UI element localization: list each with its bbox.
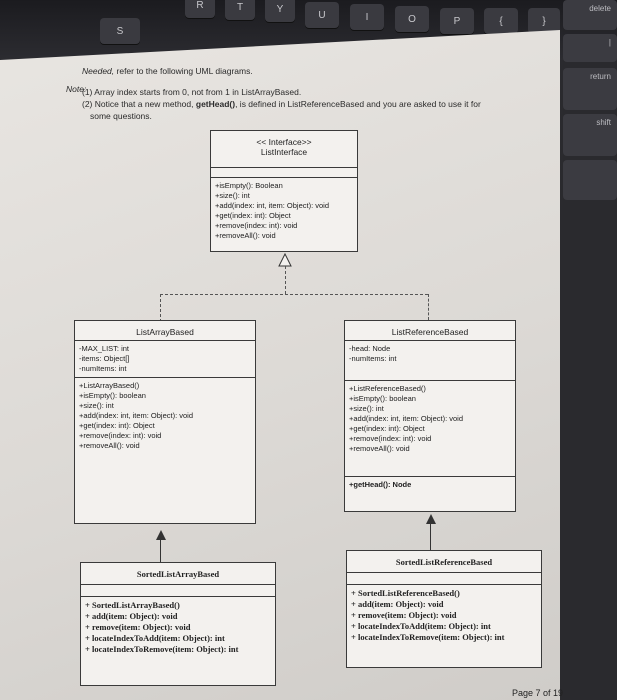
list-array-based-box: ListArrayBased -MAX_LIST: int -items: Ob…	[74, 320, 256, 524]
page-number: Page 7 of 19	[512, 688, 564, 698]
key-brace-open[interactable]: {	[484, 8, 518, 34]
list-array-based-title: ListArrayBased	[136, 327, 194, 337]
interface-name: ListInterface	[260, 147, 308, 157]
key-y[interactable]: Y	[265, 0, 295, 22]
sorted-list-array-title: SortedListArrayBased	[136, 569, 220, 579]
method-line: +size(): int	[215, 191, 250, 200]
key-blank-1[interactable]	[563, 160, 617, 200]
inheritance-arrow-icon	[426, 514, 436, 524]
note-2: (2) Notice that a new method, getHead(),…	[82, 99, 481, 109]
method-line: +removeAll(): void	[215, 231, 276, 240]
sorted-list-array-box: SortedListArrayBased + SortedListArrayBa…	[80, 562, 276, 686]
method-line: +remove(index: int): void	[215, 221, 298, 230]
interface-methods: +isEmpty(): Boolean +size(): int +add(in…	[211, 177, 357, 244]
intro-text: Needed, refer to the following UML diagr…	[82, 66, 253, 77]
key-r[interactable]: R	[185, 0, 215, 18]
note-2-cont: some questions.	[90, 111, 152, 121]
list-reference-based-box: ListReferenceBased -head: Node -numItems…	[344, 320, 516, 512]
sorted-array-methods: + SortedListArrayBased() + add(item: Obj…	[81, 596, 275, 658]
inheritance-line-right	[430, 522, 431, 550]
inheritance-line-left	[160, 538, 161, 562]
list-array-fields: -MAX_LIST: int -items: Object[] -numItem…	[75, 340, 255, 377]
list-ref-extra: +getHead(): Node	[345, 476, 515, 493]
shift-key[interactable]: shift	[563, 114, 617, 156]
key-i[interactable]: I	[350, 4, 384, 30]
realization-line	[285, 266, 286, 294]
realization-left-drop	[160, 294, 161, 322]
note-1: (1) Array index starts from 0, not from …	[82, 87, 302, 97]
pipe-key[interactable]: |	[563, 34, 617, 62]
list-ref-methods: +ListReferenceBased() +isEmpty(): boolea…	[345, 380, 515, 476]
list-reference-based-title: ListReferenceBased	[391, 327, 469, 337]
key-p[interactable]: P	[440, 8, 474, 34]
delete-key[interactable]: delete	[563, 0, 617, 30]
sorted-list-reference-box: SortedListReferenceBased + SortedListRef…	[346, 550, 542, 668]
sorted-ref-methods: + SortedListReferenceBased() + add(item:…	[347, 584, 541, 646]
sorted-list-reference-title: SortedListReferenceBased	[395, 557, 493, 567]
note-label: Note:	[66, 84, 87, 94]
method-line: +add(index: int, item: Object): void	[215, 201, 330, 210]
intro-line: refer to the following UML diagrams.	[116, 66, 253, 76]
inheritance-arrow-icon	[156, 530, 166, 540]
key-s[interactable]: S	[100, 18, 140, 44]
list-interface-box: << Interface>> ListInterface +isEmpty():…	[210, 130, 358, 252]
key-brace-close[interactable]: }	[528, 8, 560, 34]
get-head-method: +getHead(): Node	[349, 480, 412, 489]
intro-prefix: Needed,	[82, 66, 115, 76]
method-line: +isEmpty(): Boolean	[215, 181, 283, 190]
list-array-methods: +ListArrayBased() +isEmpty(): boolean +s…	[75, 377, 255, 454]
interface-stereotype: << Interface>>	[256, 137, 312, 147]
list-ref-fields: -head: Node -numItems: int	[345, 340, 515, 380]
realization-right-drop	[428, 294, 429, 320]
key-t[interactable]: T	[225, 0, 255, 20]
return-key[interactable]: return	[563, 68, 617, 110]
key-o[interactable]: O	[395, 6, 429, 32]
method-line: +get(index: int): Object	[215, 211, 291, 220]
realization-horizontal	[160, 294, 428, 295]
key-u[interactable]: U	[305, 2, 339, 28]
